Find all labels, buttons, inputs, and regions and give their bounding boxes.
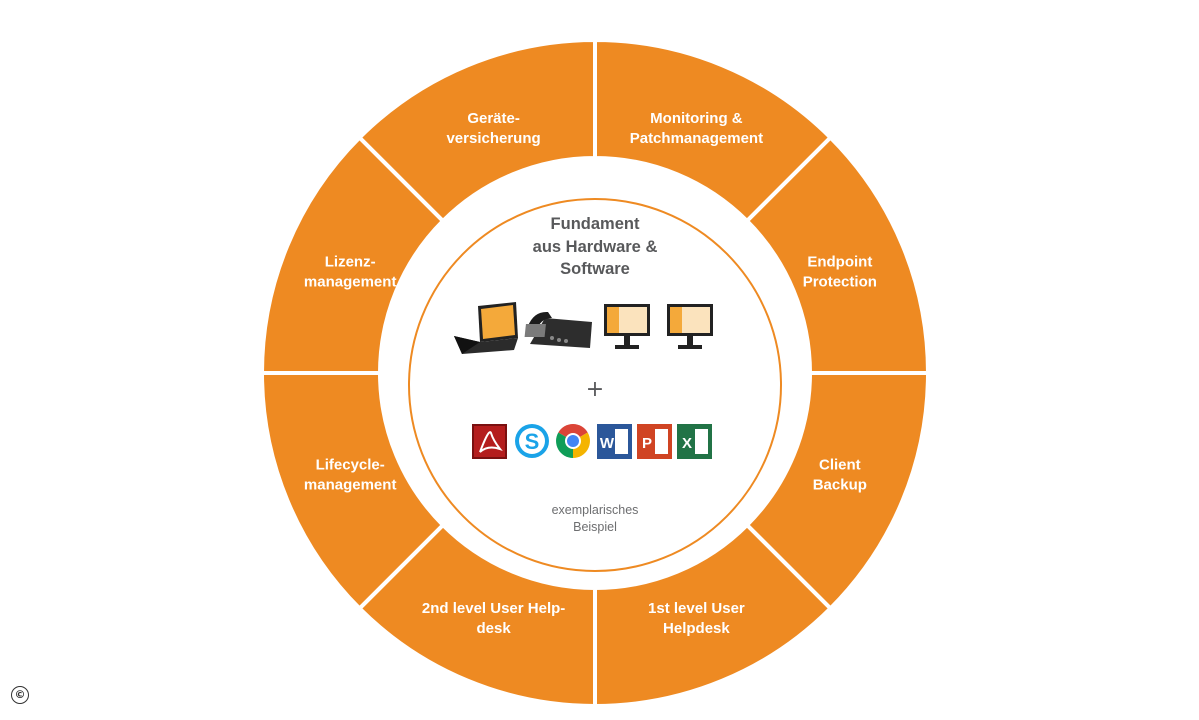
segment-3-label-line-1: Client <box>819 456 861 473</box>
center-title-line-2: aus Hardware & <box>533 238 658 256</box>
segment-8 <box>356 37 597 224</box>
segment-7-label-line-1: Lizenz- <box>325 254 376 271</box>
monitor-icon <box>667 304 713 349</box>
laptop-icon <box>454 302 518 354</box>
segment-3-label-line-2: Backup <box>813 476 867 493</box>
svg-text:X: X <box>682 435 692 452</box>
segment-1-label-line-2: Patchmanagement <box>630 130 763 147</box>
acrobat-icon <box>472 424 507 459</box>
segment-8-label-line-1: Geräte- <box>467 110 520 127</box>
powerpoint-icon: P <box>637 424 672 459</box>
segment-8-label-line-2: versicherung <box>446 130 540 147</box>
segment-1-label-line-1: Monitoring & <box>650 110 743 127</box>
segment-2-label-line-1: Endpoint <box>807 254 872 271</box>
segment-7-label-line-2: management <box>304 274 397 291</box>
center-title-line-1: Fundament <box>551 215 640 233</box>
skype-icon: S <box>515 424 549 458</box>
segment-5-label-line-1: 2nd level User Help- <box>422 600 565 617</box>
desk-phone-icon <box>524 311 592 348</box>
center-circle <box>408 198 782 572</box>
center-title-line-3: Software <box>560 260 630 278</box>
center-note-line-2: Beispiel <box>573 520 617 534</box>
software-icons: S W P X <box>472 424 712 459</box>
svg-text:S: S <box>525 429 540 454</box>
svg-text:P: P <box>642 435 652 452</box>
center-note-line-1: exemplarisches <box>552 503 639 517</box>
segment-6-label-line-1: Lifecycle- <box>316 456 385 473</box>
service-segments: Monitoring & PatchmanagementEndpointProte… <box>259 37 931 709</box>
chrome-icon <box>556 424 590 458</box>
segment-6-label-line-2: management <box>304 476 397 493</box>
segment-2-label-line-2: Protection <box>803 274 877 291</box>
segment-4-label-line-2: Helpdesk <box>663 620 730 637</box>
plus-sign: + <box>586 377 604 402</box>
hardware-icons <box>454 302 713 354</box>
svg-text:W: W <box>600 435 615 452</box>
copyright-icon: © <box>11 686 29 704</box>
segment-4-label-line-1: 1st level User <box>648 600 745 617</box>
excel-icon: X <box>677 424 712 459</box>
segment-5-label-line-2: desk <box>476 620 511 637</box>
monitor-icon <box>604 304 650 349</box>
word-icon: W <box>597 424 632 459</box>
